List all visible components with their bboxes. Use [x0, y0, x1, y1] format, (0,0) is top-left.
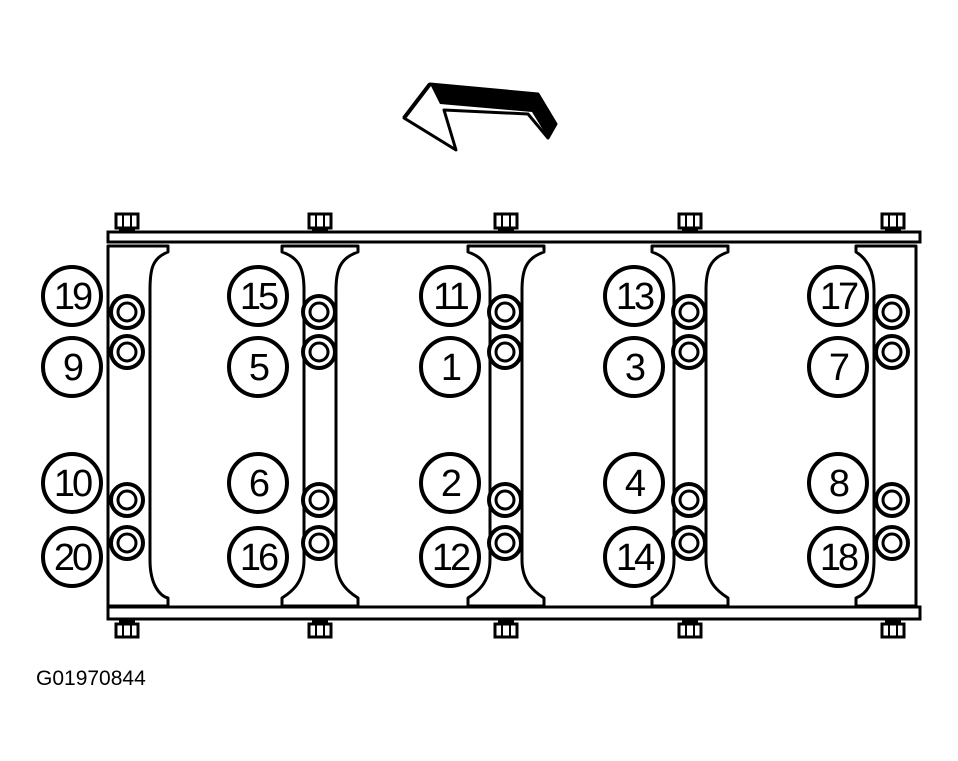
bearing-cap — [280, 244, 360, 608]
cap-bolt-icon — [874, 294, 910, 330]
sequence-number: 18 — [820, 537, 858, 579]
sequence-callout: 3 — [603, 336, 665, 398]
sequence-callout: 6 — [227, 452, 289, 514]
cap-bolt-icon — [874, 334, 910, 370]
sequence-number: 11 — [433, 276, 468, 318]
sequence-callout: 7 — [807, 336, 869, 398]
sequence-number: 4 — [625, 463, 646, 505]
cap-bolt-icon — [109, 525, 145, 561]
hex-bolt-icon — [880, 212, 906, 233]
sequence-number: 17 — [820, 276, 858, 318]
hex-bolt-icon — [677, 212, 703, 233]
sequence-callout: 18 — [807, 526, 869, 588]
cap-bolt-icon — [671, 482, 707, 518]
hex-bolt-icon — [493, 212, 519, 233]
cap-bolt-icon — [487, 334, 523, 370]
cap-bolts — [109, 294, 910, 561]
sequence-number: 20 — [54, 537, 92, 579]
figure-id: G01970844 — [36, 667, 146, 690]
top-rail — [106, 230, 922, 244]
sequence-callout: 17 — [807, 265, 869, 327]
cap-bolt-icon — [671, 525, 707, 561]
cap-bolt-icon — [874, 482, 910, 518]
sequence-callout: 13 — [603, 265, 665, 327]
sequence-number: 15 — [240, 276, 278, 318]
bearing-cap — [854, 244, 918, 608]
sequence-number: 16 — [240, 537, 278, 579]
sequence-callout: 5 — [227, 336, 289, 398]
sequence-number: 1 — [441, 347, 461, 389]
cap-bolt-icon — [301, 525, 337, 561]
sequence-number: 19 — [54, 276, 92, 318]
cap-bolt-icon — [671, 294, 707, 330]
sequence-number: 8 — [829, 463, 849, 505]
cap-bolt-icon — [874, 525, 910, 561]
sequence-callout: 9 — [41, 336, 103, 398]
bearing-cap — [466, 244, 546, 608]
sequence-number: 14 — [616, 537, 655, 579]
sequence-callout: 12 — [419, 526, 481, 588]
cap-bolt-icon — [109, 482, 145, 518]
hex-bolt-icon — [307, 212, 333, 233]
cap-bolt-icon — [487, 482, 523, 518]
sequence-callout: 16 — [227, 526, 289, 588]
sequence-callout: 4 — [603, 452, 665, 514]
sequence-callout: 19 — [41, 265, 103, 327]
sequence-callout: 11 — [419, 265, 481, 327]
hex-bolt-icon — [307, 619, 333, 639]
cap-bolt-icon — [487, 525, 523, 561]
hex-bolt-icon — [880, 619, 906, 639]
hex-bolt-icon — [493, 619, 519, 639]
sequence-number: 13 — [616, 276, 654, 318]
cap-bolt-icon — [301, 294, 337, 330]
sequence-callout: 2 — [419, 452, 481, 514]
cap-bolt-icon — [109, 294, 145, 330]
sequence-callout: 1 — [419, 336, 481, 398]
direction-arrow — [402, 82, 558, 152]
sequence-number: 6 — [249, 463, 269, 505]
sequence-number: 5 — [249, 347, 269, 389]
sequence-number: 2 — [441, 463, 461, 505]
sequence-callout: 14 — [603, 526, 665, 588]
sequence-number: 7 — [829, 347, 849, 389]
bottom-rail — [106, 605, 922, 621]
rail-bolts — [114, 212, 906, 639]
hex-bolt-icon — [114, 212, 140, 233]
sequence-callout: 15 — [227, 265, 289, 327]
bearing-cap — [650, 244, 730, 608]
hex-bolt-icon — [114, 619, 140, 639]
hex-bolt-icon — [677, 619, 703, 639]
sequence-callout: 10 — [41, 452, 103, 514]
sequence-number: 12 — [432, 537, 470, 579]
cap-bolt-icon — [487, 294, 523, 330]
sequence-callout: 20 — [41, 526, 103, 588]
sequence-number: 3 — [625, 347, 645, 389]
sequence-number: 9 — [63, 347, 83, 389]
sequence-callout: 8 — [807, 452, 869, 514]
sequence-number: 10 — [54, 463, 92, 505]
cap-bolt-icon — [301, 334, 337, 370]
cap-bolt-icon — [301, 482, 337, 518]
cap-bolt-icon — [109, 334, 145, 370]
cap-bolt-icon — [671, 334, 707, 370]
